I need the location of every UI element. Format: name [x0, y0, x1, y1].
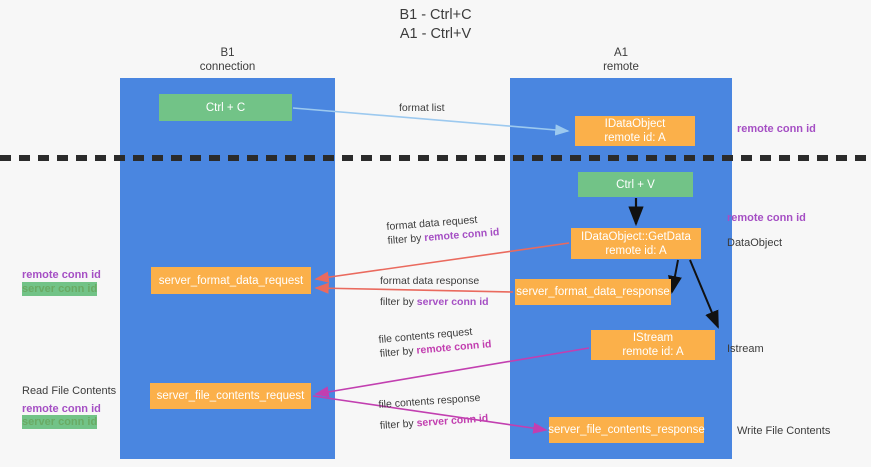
title-line-1: B1 - Ctrl+C [399, 7, 472, 23]
flow-label-format-data-response-line1: format data response [380, 275, 480, 287]
flow-label-format-data-request: format data request filter by remote con… [386, 211, 500, 248]
node-ctrl-v-label: Ctrl + V [616, 178, 655, 191]
annotation-right-write-file-contents: Write File Contents [737, 425, 831, 437]
flow-key: server conn id [416, 296, 489, 308]
column-header-a1: A1 remote [510, 46, 732, 74]
flow-label-file-contents-response-line1: file contents response [378, 391, 481, 411]
node-server-file-contents-request[interactable]: server_file_contents_request [150, 383, 311, 409]
flow-prefix: filter by [380, 296, 417, 308]
node-ctrl-c[interactable]: Ctrl + C [159, 94, 292, 121]
annotation-right-dataobject: DataObject [727, 237, 783, 249]
column-header-a1-subtitle: remote [603, 61, 639, 73]
annotation-left-read-file-contents: Read File Contents [22, 385, 117, 397]
flow-prefix: filter by [387, 232, 425, 247]
flow-label-format-list-text: format list [399, 102, 445, 114]
column-header-b1-name: B1 [220, 47, 235, 59]
node-ctrl-c-label: Ctrl + C [205, 101, 246, 114]
flow-prefix: filter by [379, 344, 417, 360]
node-server-format-data-response[interactable]: server_format_data_response [515, 279, 671, 305]
annotation-left-server-conn-id-mid: server conn id [22, 282, 98, 296]
node-istream-sublabel: remote id: A [622, 346, 684, 358]
annotation-left-remote-conn-id-bottom: remote conn id [22, 403, 101, 415]
title-line-2: A1 - Ctrl+V [399, 26, 472, 42]
flow-prefix: filter by [379, 417, 418, 432]
node-server-file-contents-response[interactable]: server_file_contents_response [548, 417, 705, 443]
node-idataobject[interactable]: IDataObject remote id: A [575, 116, 695, 146]
page-title: B1 - Ctrl+C A1 - Ctrl+V [0, 6, 871, 44]
node-idataobject-label: IDataObject [604, 118, 666, 130]
annotation-right-istream: Istream [727, 343, 764, 355]
node-server-file-contents-request-label: server_file_contents_request [156, 390, 305, 402]
node-server-format-data-response-label: server_format_data_response [516, 286, 670, 298]
node-idataobject-getdata-label: IDataObject::GetData [581, 230, 691, 243]
flow-label-file-contents-request: file contents request filter by remote c… [378, 323, 492, 361]
node-istream[interactable]: IStream remote id: A [591, 330, 715, 360]
flow-label-format-list: format list [399, 101, 445, 115]
node-server-format-data-request-label: server_format_data_request [158, 274, 304, 287]
node-idataobject-getdata[interactable]: IDataObject::GetData remote id: A [571, 228, 701, 259]
column-header-a1-name: A1 [613, 47, 629, 59]
flow-label-file-contents-response-line2: filter by server conn id [379, 411, 489, 433]
flow-key: server conn id [416, 412, 489, 430]
column-header-b1: B1 connection [120, 46, 335, 74]
node-server-format-data-request[interactable]: server_format_data_request [151, 267, 311, 294]
node-istream-label: IStream [632, 332, 674, 344]
node-idataobject-sublabel: remote id: A [604, 132, 666, 144]
node-server-file-contents-response-label: server_file_contents_response [548, 424, 705, 436]
column-header-b1-subtitle: connection [199, 61, 256, 73]
annotation-left-server-conn-id-bottom: server conn id [22, 415, 98, 429]
flow-label-format-data-response-line2: filter by server conn id [380, 295, 489, 309]
annotation-right-remote-conn-id-top: remote conn id [737, 123, 816, 135]
node-idataobject-getdata-sublabel: remote id: A [605, 244, 667, 257]
annotation-left-remote-conn-id-mid: remote conn id [22, 269, 101, 281]
node-ctrl-v[interactable]: Ctrl + V [578, 172, 693, 197]
flow-label-format-data-response: format data response filter by server co… [380, 274, 489, 309]
flow-label-file-contents-response: file contents response filter by server … [378, 390, 489, 432]
phase-divider [0, 155, 871, 161]
annotation-right-remote-conn-id-mid: remote conn id [727, 212, 806, 224]
